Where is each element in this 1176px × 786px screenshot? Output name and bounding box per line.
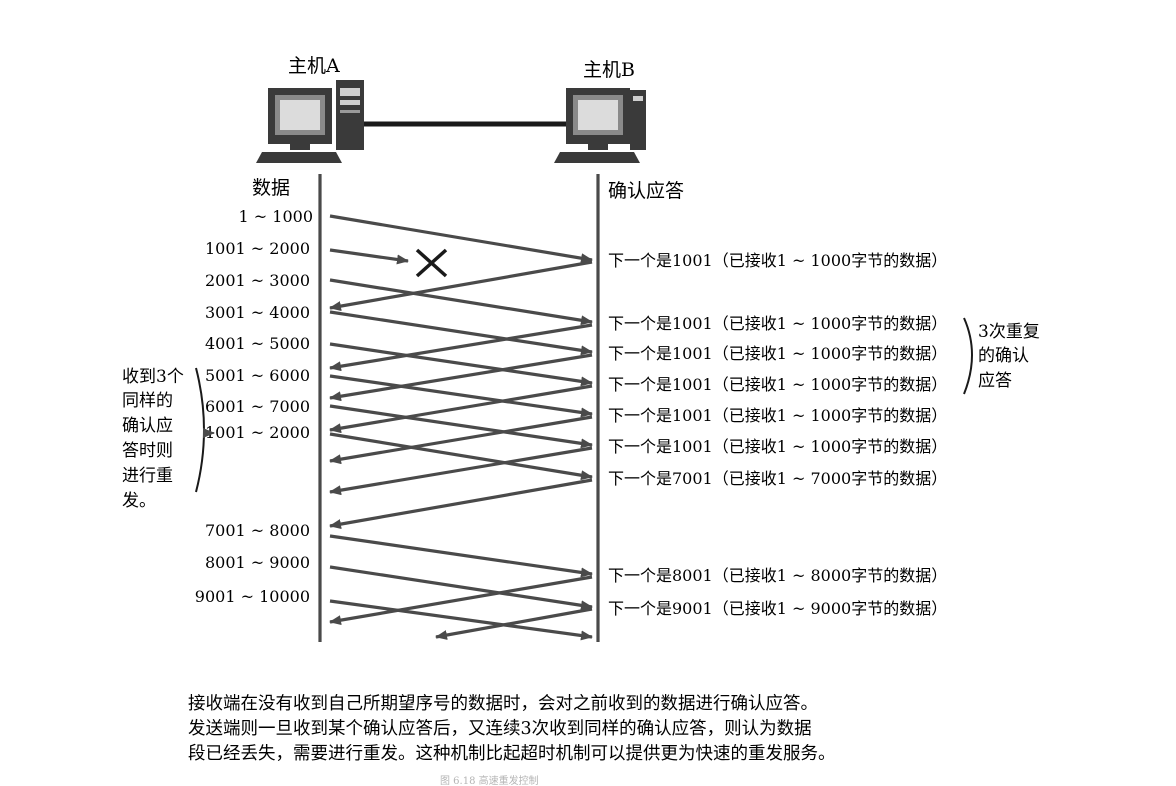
packet-loss-x-icon <box>415 248 448 278</box>
segment-label: 2001 ~ 3000 <box>205 271 310 290</box>
figure-footer-label: 图 6.18 高速重发控制 <box>440 774 539 786</box>
retransmitted-segment-label: 1001 ~ 2000 <box>205 423 310 442</box>
ack-label: 下一个是1001（已接收1 ~ 1000字节的数据） <box>608 437 947 456</box>
host-b-computer-icon <box>554 88 646 163</box>
ack-label: 下一个是7001（已接收1 ~ 7000字节的数据） <box>608 469 947 488</box>
right-note-line: 应答 <box>978 371 1012 391</box>
data-segment-arrow <box>329 404 593 449</box>
ack-label: 下一个是1001（已接收1 ~ 1000字节的数据） <box>608 406 947 425</box>
data-segment-arrow <box>329 534 593 578</box>
ack-arrow <box>329 446 593 496</box>
ack-arrow <box>329 323 593 372</box>
left-note-line: 进行重 <box>122 466 173 486</box>
right-note-line: 3次重复 <box>978 322 1040 342</box>
ack-arrow <box>329 260 593 312</box>
ack-arrow <box>329 575 593 626</box>
ack-arrow <box>329 415 593 465</box>
left-note-line: 答时则 <box>122 441 173 461</box>
data-segment-arrow <box>329 565 593 611</box>
host-a-computer-icon <box>256 80 364 163</box>
left-note-line: 同样的 <box>122 391 173 411</box>
host-a-label: 主机A <box>288 55 340 77</box>
ack-arrow <box>329 478 593 530</box>
caption-line: 段已经丢失，需要进行重发。这种机制比起超时机制可以提供更为快速的重发服务。 <box>188 744 836 764</box>
segment-label: 7001 ~ 8000 <box>205 521 310 540</box>
lost-segment-arrow <box>329 248 409 265</box>
segment-label: 8001 ~ 9000 <box>205 553 310 572</box>
right-note-line: 的确认 <box>978 346 1029 366</box>
caption-line: 发送端则一旦收到某个确认应答后，又连续3次收到同样的确认应答，则认为数据 <box>188 719 812 739</box>
ack-arrow <box>435 607 593 640</box>
ack-label: 下一个是1001（已接收1 ~ 1000字节的数据） <box>608 344 947 363</box>
right-note-bracket <box>963 317 973 395</box>
ack-arrow <box>329 384 593 434</box>
data-segment-arrow <box>329 278 593 326</box>
segment-label: 4001 ~ 5000 <box>205 334 310 353</box>
segment-label: 6001 ~ 7000 <box>205 397 310 416</box>
ack-label: 下一个是9001（已接收1 ~ 9000字节的数据） <box>608 599 947 618</box>
ack-label: 下一个是1001（已接收1 ~ 1000字节的数据） <box>608 314 947 333</box>
caption-line: 接收端在没有收到自己所期望序号的数据时，会对之前收到的数据进行确认应答。 <box>188 694 818 714</box>
segment-label: 5001 ~ 6000 <box>205 366 310 385</box>
ack-label: 下一个是8001（已接收1 ~ 8000字节的数据） <box>608 566 947 585</box>
segment-label: 1001 ~ 2000 <box>205 239 310 258</box>
data-segment-arrow <box>329 374 593 418</box>
ack-label: 下一个是1001（已接收1 ~ 1000字节的数据） <box>608 375 947 394</box>
segment-label: 9001 ~ 10000 <box>195 587 310 606</box>
left-note-line: 确认应 <box>122 416 173 436</box>
host-b-label: 主机B <box>583 59 635 81</box>
ack-arrow <box>329 353 593 402</box>
data-segment-arrow <box>329 310 593 356</box>
data-column-title: 数据 <box>252 177 290 199</box>
ack-column-title: 确认应答 <box>608 180 684 202</box>
left-note-bracket <box>195 367 205 493</box>
data-segment-arrow <box>329 599 593 641</box>
segment-label: 3001 ~ 4000 <box>205 303 310 322</box>
left-note-line: 发。 <box>122 491 156 511</box>
ack-label: 下一个是1001（已接收1 ~ 1000字节的数据） <box>608 251 947 270</box>
retransmitted-segment-arrow <box>329 432 593 481</box>
left-note-line: 收到3个 <box>122 367 184 387</box>
data-segment-arrow <box>329 214 593 264</box>
segment-label: 1 ~ 1000 <box>239 207 313 226</box>
data-segment-arrow <box>329 342 593 387</box>
